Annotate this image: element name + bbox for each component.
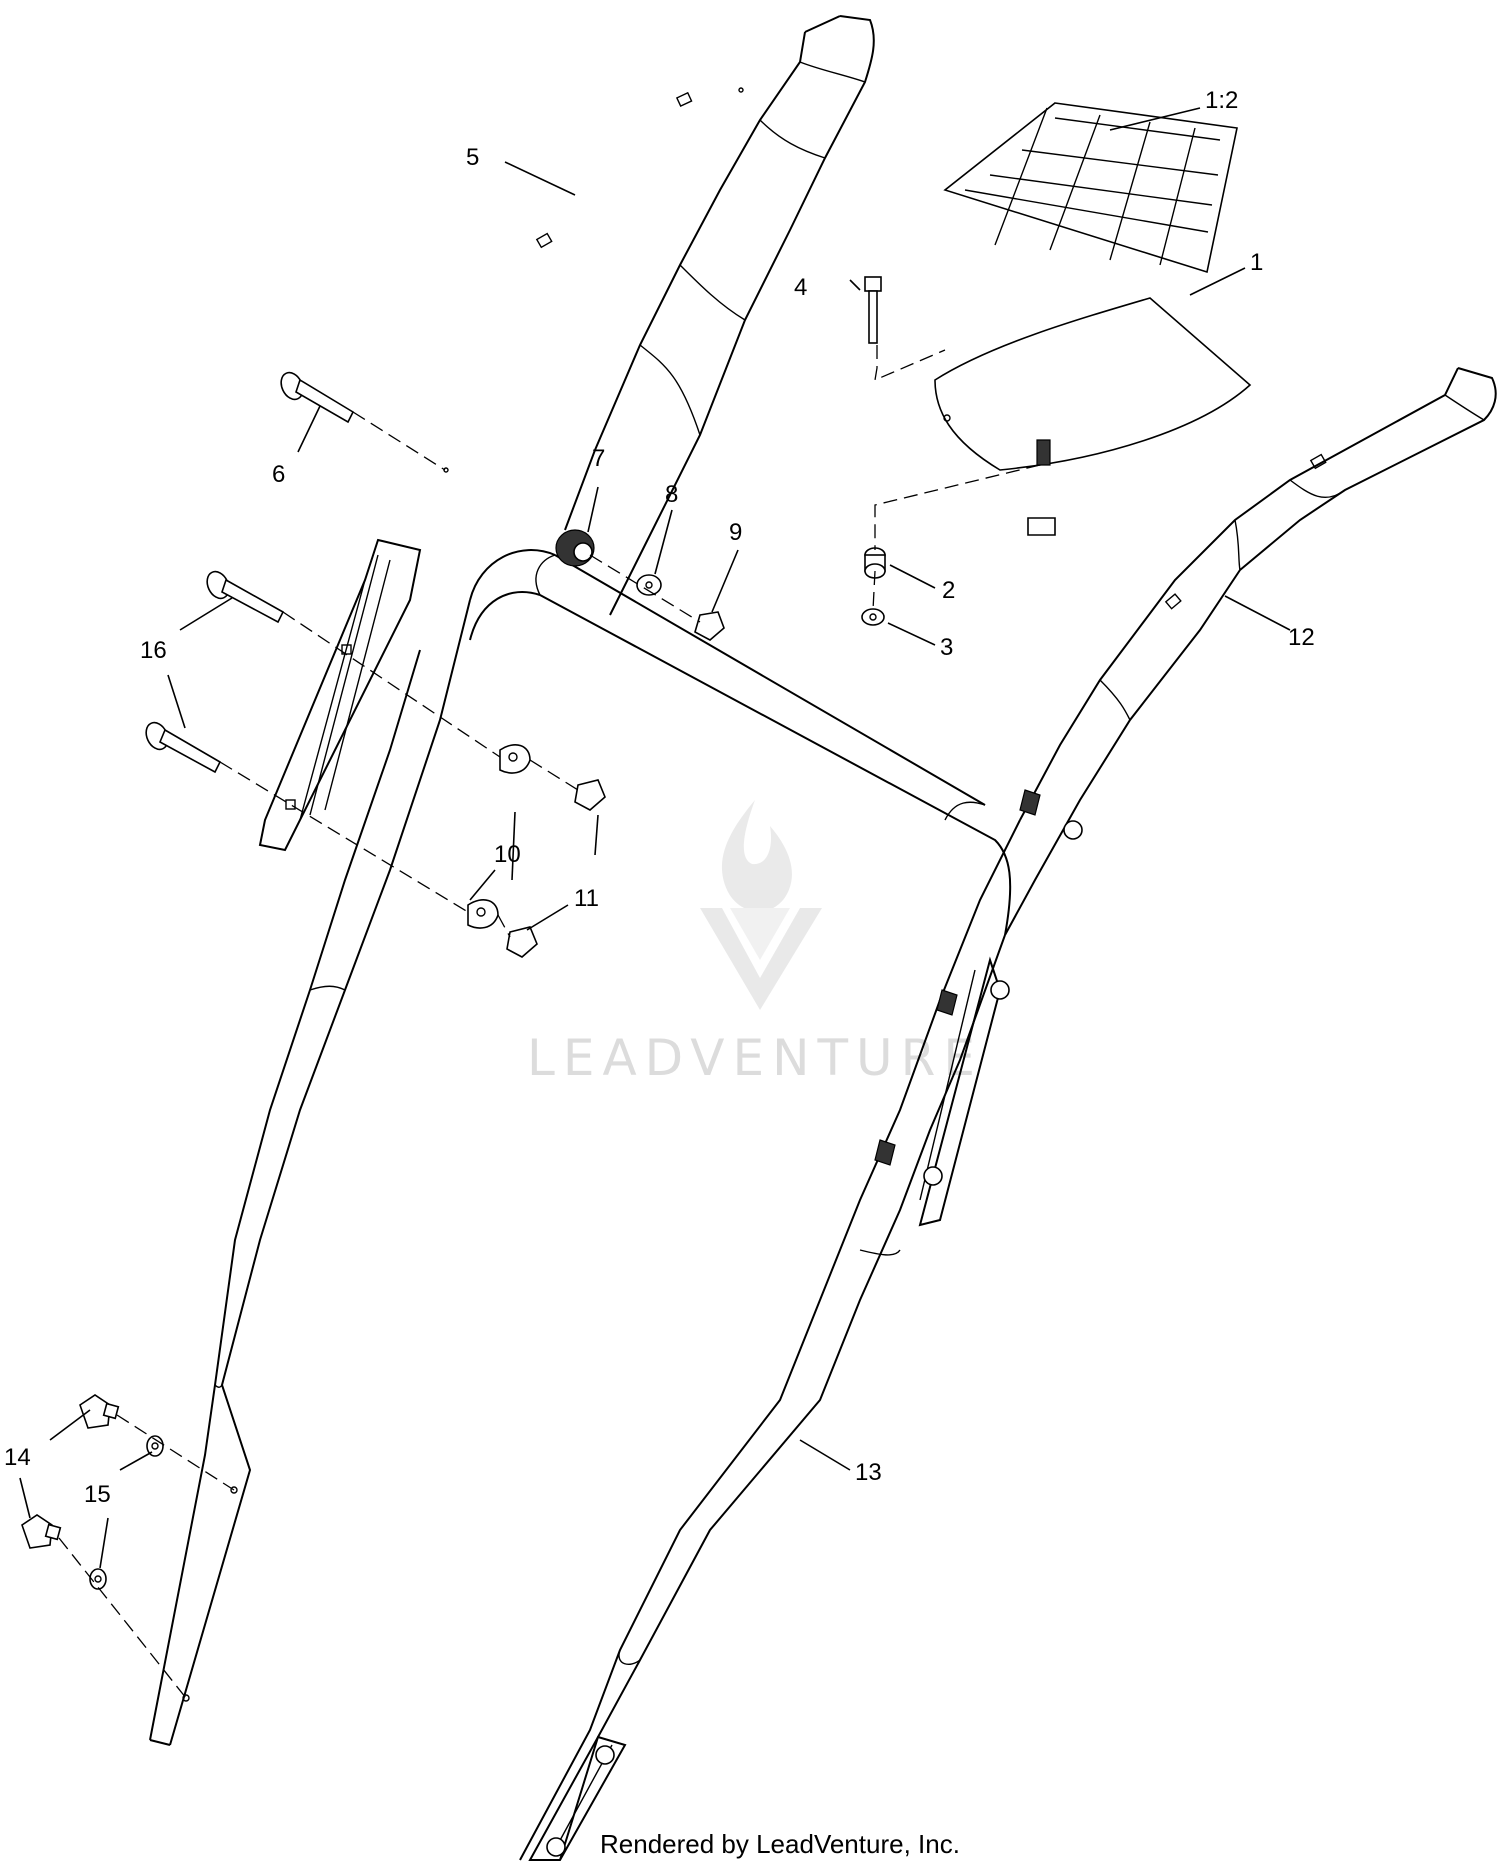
part-14-bolt-lower bbox=[21, 1514, 62, 1549]
callout-14: 14 bbox=[4, 1444, 31, 1471]
part-7-bushing bbox=[555, 529, 595, 567]
callouts: 1:2 1 4 5 6 7 8 9 2 3 12 16 10 11 13 14 … bbox=[4, 87, 1315, 1508]
part-16-bolt-lower bbox=[145, 721, 222, 774]
part-15-washer-lower bbox=[89, 1568, 107, 1590]
part-13-main-handle-frame bbox=[149, 599, 1083, 1861]
callout-2: 2 bbox=[942, 577, 955, 604]
part-1-2-decal bbox=[943, 102, 1238, 274]
part-11-nut-lower bbox=[506, 926, 538, 958]
callout-1: 1 bbox=[1250, 249, 1263, 276]
left-bracket bbox=[258, 538, 422, 852]
callout-9: 9 bbox=[729, 519, 742, 546]
callout-8: 8 bbox=[665, 481, 678, 508]
callout-1-2: 1:2 bbox=[1205, 87, 1238, 114]
assembly-lines bbox=[58, 345, 1041, 1699]
leadventure-logo-icon bbox=[700, 800, 822, 1010]
part-3-nut bbox=[861, 608, 885, 626]
part-14-bolt-upper bbox=[79, 1394, 120, 1429]
callout-15: 15 bbox=[84, 1481, 111, 1508]
part-15-washer-upper bbox=[146, 1435, 164, 1457]
part-11-nut-upper bbox=[574, 779, 606, 811]
callout-6: 6 bbox=[272, 461, 285, 488]
callout-12: 12 bbox=[1288, 624, 1315, 651]
callout-11: 11 bbox=[574, 885, 599, 912]
footer-credit: Rendered by LeadVenture, Inc. bbox=[600, 1829, 960, 1859]
part-12-right-upper-handle bbox=[1004, 367, 1497, 936]
callout-7: 7 bbox=[592, 445, 605, 472]
part-10-washer-upper bbox=[499, 744, 531, 774]
callout-13: 13 bbox=[855, 1459, 882, 1486]
part-4-bolt bbox=[864, 276, 882, 344]
part-10-washer-lower bbox=[467, 899, 499, 929]
callout-4: 4 bbox=[794, 274, 807, 301]
callout-10: 10 bbox=[494, 841, 521, 868]
part-5-left-upper-handle bbox=[443, 15, 875, 616]
part-9-nut bbox=[694, 611, 725, 641]
leader-lines bbox=[19, 107, 1291, 1569]
callout-5: 5 bbox=[466, 144, 479, 171]
callout-3: 3 bbox=[940, 634, 953, 661]
watermark-text: LEADVENTURE bbox=[527, 1029, 983, 1087]
part-6-bolt bbox=[280, 371, 355, 424]
part-16-bolt-upper bbox=[206, 570, 285, 624]
part-8-washer bbox=[636, 574, 662, 596]
watermark: LEADVENTURE bbox=[527, 800, 983, 1087]
crossbar bbox=[469, 549, 1012, 936]
callout-16: 16 bbox=[140, 637, 167, 664]
part-1-plate bbox=[934, 297, 1252, 536]
